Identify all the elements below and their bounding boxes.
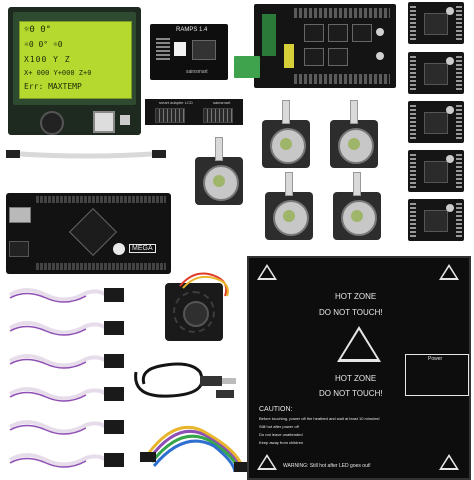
fan-wires [179, 272, 229, 297]
cooling-fan [165, 283, 223, 341]
mega-label: MEGA [129, 244, 156, 253]
adapter-label: RAMPS 1.4 [176, 27, 208, 33]
ramps-capacitor [376, 52, 384, 60]
heated-bed: HOT ZONE DO NOT TOUCH! HOT ZONE DO NOT T… [247, 256, 471, 480]
lcd-line-4: X+ 000 Y+000 Z+0 [24, 69, 92, 77]
lcd-controller: ☼0 0° ☼0 0° ☼0 X100 Y Z X+ 000 Y+000 Z+0… [8, 7, 141, 135]
lcd-line-2: ☼0 0° ☼0 [24, 40, 63, 49]
stepper-driver [408, 52, 464, 94]
caution-line: Keep away from children [259, 440, 304, 445]
stepper-motor [330, 100, 378, 168]
power-jack [9, 241, 29, 257]
lcd-screen: ☼0 0° ☼0 0° ☼0 X100 Y Z X+ 000 Y+000 Z+0… [19, 21, 132, 99]
ramps-driver-socket [328, 48, 348, 66]
stepper-driver [408, 199, 464, 241]
endstop-cable [8, 354, 124, 369]
caution-line: Do not leave unattended [259, 432, 303, 437]
mega-chip [68, 207, 118, 257]
ribbon-cable [6, 150, 166, 159]
power-table: Power [405, 354, 469, 396]
do-not-touch-top: DO NOT TOUCH! [319, 308, 383, 317]
ramps-capacitor [376, 28, 384, 36]
stepper-driver [408, 101, 464, 143]
mega-header-bottom [36, 263, 166, 270]
breakout-label-right: sainsmart [213, 100, 231, 105]
usb-port [9, 207, 31, 223]
lcd-line-5: Err: MAXTEMP [24, 82, 82, 91]
adapter-pins [156, 38, 170, 60]
fan-hub [183, 301, 209, 327]
hot-zone-bottom: HOT ZONE [335, 374, 377, 383]
buzzer [120, 115, 130, 125]
ramps-header-bottom [294, 74, 390, 84]
endstop-cable [8, 453, 124, 468]
breakout-label-left: smart adapter LCD [159, 100, 193, 105]
do-not-touch-bottom: DO NOT TOUCH! [319, 389, 383, 398]
adapter-brand: sainsmart [186, 69, 208, 75]
fan-blades [173, 291, 215, 333]
caution-line: Before touching, power off the heatbed a… [259, 416, 380, 421]
ramps-driver-socket [328, 24, 348, 42]
rotary-encoder-knob [40, 111, 64, 135]
stepper-motor [195, 137, 243, 205]
breakout-header-left [155, 108, 185, 123]
ramps-driver-socket [304, 24, 324, 42]
hot-surface-icon [337, 326, 381, 362]
ramps-shield [254, 4, 396, 88]
usb-cable [134, 362, 236, 398]
ramps-header-top [294, 8, 390, 18]
mega-board: MEGA [6, 193, 171, 274]
corner-warning-icon [439, 454, 459, 470]
ramps-driver-socket [352, 24, 372, 42]
lcd-breakout-board: smart adapter LCD sainsmart [145, 99, 243, 125]
sd-adapter-board: RAMPS 1.4 sainsmart [150, 24, 228, 80]
stepper-driver [408, 2, 464, 44]
endstop-cable [8, 321, 124, 336]
caution-title: CAUTION: [259, 406, 293, 413]
adapter-switch [174, 42, 186, 56]
ramps-fuse [284, 44, 294, 68]
mega-header-top [36, 196, 166, 203]
adapter-chip [192, 40, 216, 60]
warning-text: WARNING: Still hot after LED goes out! [283, 463, 371, 469]
lcd-line-3: X100 Y Z [24, 55, 71, 64]
jumper-wires [140, 425, 248, 473]
screw-terminal [234, 56, 260, 78]
stepper-driver [408, 150, 464, 192]
caution-line: Still hot after power off [259, 424, 299, 429]
endstop-cable [8, 387, 124, 402]
breakout-header-right [203, 108, 233, 123]
mega-logo-icon [113, 243, 125, 255]
stepper-motor [262, 100, 310, 168]
endstop-cable [8, 288, 124, 303]
lcd-line-1: ☼0 0° [24, 25, 52, 35]
power-title: Power [428, 356, 443, 362]
corner-warning-icon [439, 264, 459, 280]
stepper-motor [333, 172, 381, 240]
ramps-power-terminal [262, 14, 276, 56]
reset-button [93, 111, 115, 133]
corner-warning-icon [257, 264, 277, 280]
corner-warning-icon [257, 454, 277, 470]
hot-zone-top: HOT ZONE [335, 292, 377, 301]
endstop-cable [8, 420, 124, 435]
ramps-driver-socket [304, 48, 324, 66]
stepper-motor [265, 172, 313, 240]
